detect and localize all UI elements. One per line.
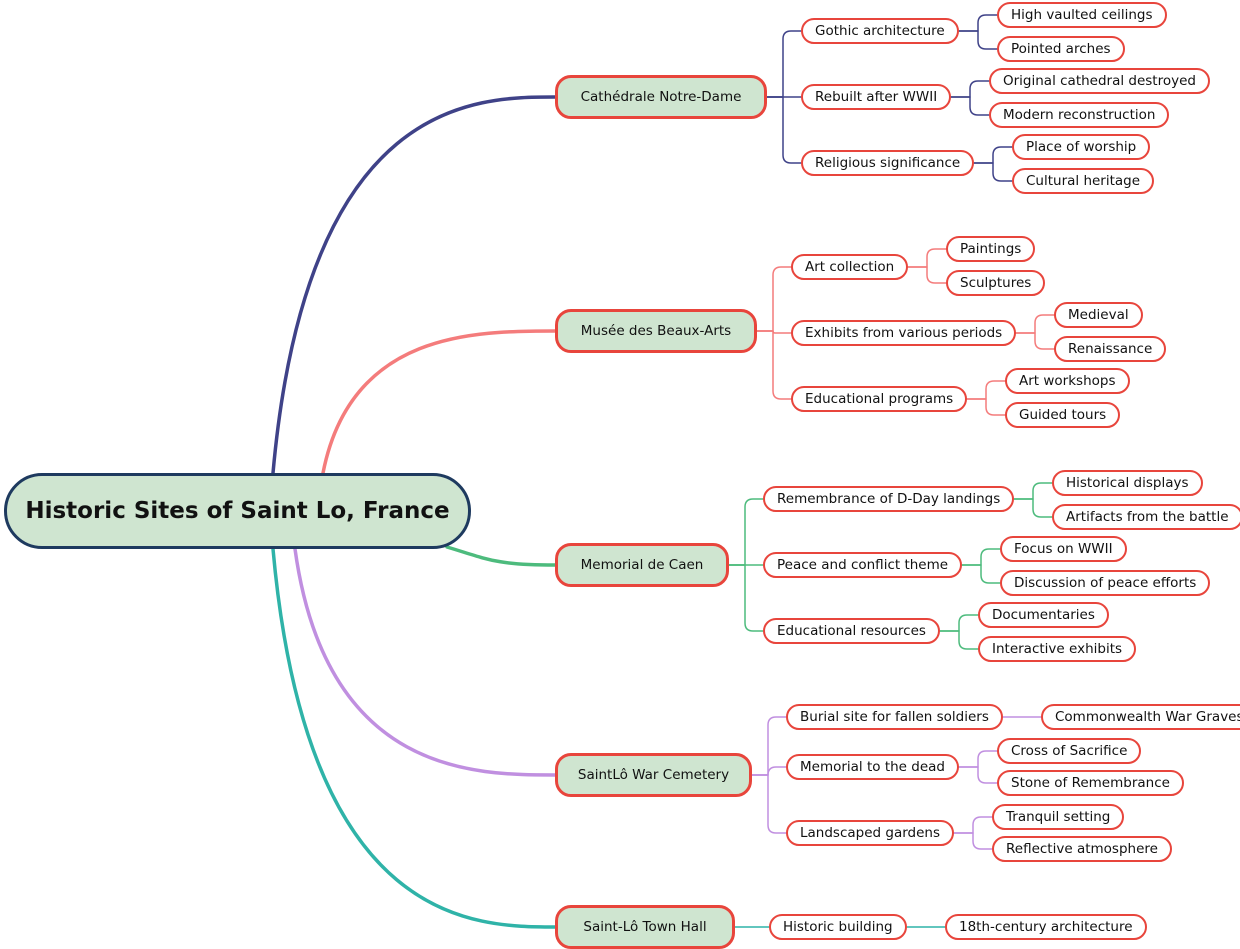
leaf-connector bbox=[1015, 314, 1055, 334]
main-topic[interactable]: Musée des Beaux-Arts bbox=[555, 309, 757, 353]
subtopic[interactable]: Peace and conflict theme bbox=[763, 552, 963, 578]
sub-connector bbox=[751, 774, 787, 834]
leaf-connector bbox=[958, 30, 998, 50]
leaf-topic[interactable]: Artifacts from the battle bbox=[1052, 504, 1240, 530]
leaf-topic[interactable]: Documentaries bbox=[978, 602, 1109, 628]
sub-connector bbox=[756, 330, 792, 400]
leaf-topic[interactable]: Historical displays bbox=[1052, 470, 1203, 496]
sub-connector bbox=[766, 30, 802, 98]
leaf-topic[interactable]: Focus on WWII bbox=[1000, 536, 1127, 562]
sub-connector bbox=[751, 766, 787, 776]
leaf-topic[interactable]: 18th-century architecture bbox=[945, 914, 1147, 940]
leaf-connector bbox=[958, 750, 998, 768]
leaf-connector bbox=[950, 96, 990, 116]
subtopic[interactable]: Memorial to the dead bbox=[786, 754, 959, 780]
leaf-topic[interactable]: Renaissance bbox=[1054, 336, 1167, 362]
leaf-topic[interactable]: Medieval bbox=[1054, 302, 1143, 328]
subtopic[interactable]: Religious significance bbox=[801, 150, 975, 176]
leaf-topic[interactable]: Original cathedral destroyed bbox=[989, 68, 1210, 94]
leaf-topic[interactable]: Pointed arches bbox=[997, 36, 1125, 62]
branch-connector bbox=[271, 95, 557, 475]
leaf-topic[interactable]: Cross of Sacrifice bbox=[997, 738, 1142, 764]
leaf-connector bbox=[966, 380, 1006, 400]
leaf-topic[interactable]: Modern reconstruction bbox=[989, 102, 1170, 128]
leaf-topic[interactable]: Interactive exhibits bbox=[978, 636, 1137, 662]
subtopic[interactable]: Art collection bbox=[791, 254, 909, 280]
leaf-topic[interactable]: Paintings bbox=[946, 236, 1036, 262]
leaf-connector bbox=[958, 766, 998, 784]
leaf-topic[interactable]: Reflective atmosphere bbox=[992, 836, 1172, 862]
leaf-connector bbox=[907, 266, 947, 284]
leaf-topic[interactable]: Tranquil setting bbox=[992, 804, 1125, 830]
leaf-topic[interactable]: Art workshops bbox=[1005, 368, 1130, 394]
leaf-topic[interactable]: High vaulted ceilings bbox=[997, 2, 1167, 28]
branch-connector bbox=[445, 545, 557, 567]
leaf-connector bbox=[973, 146, 1013, 164]
leaf-connector bbox=[953, 816, 993, 834]
leaf-connector bbox=[973, 162, 1013, 182]
main-topic[interactable]: Cathédrale Notre-Dame bbox=[555, 75, 767, 119]
leaf-connector bbox=[961, 548, 1001, 566]
leaf-topic[interactable]: Sculptures bbox=[946, 270, 1046, 296]
leaf-connector bbox=[1013, 498, 1053, 518]
subtopic[interactable]: Rebuilt after WWII bbox=[801, 84, 952, 110]
leaf-connector bbox=[939, 614, 979, 632]
leaf-connector bbox=[950, 80, 990, 98]
main-topic[interactable]: Memorial de Caen bbox=[555, 543, 729, 587]
sub-connector bbox=[766, 96, 802, 164]
leaf-topic[interactable]: Guided tours bbox=[1005, 402, 1121, 428]
sub-connector bbox=[728, 498, 764, 566]
leaf-topic[interactable]: Commonwealth War Graves bbox=[1041, 704, 1240, 730]
leaf-connector bbox=[961, 564, 1001, 584]
leaf-topic[interactable]: Place of worship bbox=[1012, 134, 1151, 160]
subtopic[interactable]: Educational resources bbox=[763, 618, 940, 644]
leaf-connector bbox=[1013, 482, 1053, 500]
branch-connector bbox=[293, 547, 557, 777]
sub-connector bbox=[728, 564, 764, 632]
subtopic[interactable]: Historic building bbox=[769, 914, 907, 940]
leaf-topic[interactable]: Discussion of peace efforts bbox=[1000, 570, 1211, 596]
leaf-connector bbox=[1015, 332, 1055, 350]
subtopic[interactable]: Gothic architecture bbox=[801, 18, 959, 44]
branch-connector bbox=[321, 329, 557, 475]
leaf-connector bbox=[966, 398, 1006, 416]
main-topic[interactable]: SaintLô War Cemetery bbox=[555, 753, 752, 797]
subtopic[interactable]: Exhibits from various periods bbox=[791, 320, 1017, 346]
main-topic[interactable]: Saint-Lô Town Hall bbox=[555, 905, 735, 949]
leaf-topic[interactable]: Stone of Remembrance bbox=[997, 770, 1184, 796]
subtopic[interactable]: Remembrance of D-Day landings bbox=[763, 486, 1015, 512]
leaf-connector bbox=[907, 248, 947, 268]
subtopic[interactable]: Landscaped gardens bbox=[786, 820, 955, 846]
leaf-connector bbox=[958, 14, 998, 32]
leaf-topic[interactable]: Cultural heritage bbox=[1012, 168, 1155, 194]
subtopic[interactable]: Educational programs bbox=[791, 386, 968, 412]
leaf-connector bbox=[939, 630, 979, 650]
subtopic[interactable]: Burial site for fallen soldiers bbox=[786, 704, 1003, 730]
sub-connector bbox=[756, 266, 792, 332]
leaf-connector bbox=[953, 832, 993, 850]
branch-connector bbox=[271, 547, 557, 929]
root-topic[interactable]: Historic Sites of Saint Lo, France bbox=[4, 473, 471, 549]
